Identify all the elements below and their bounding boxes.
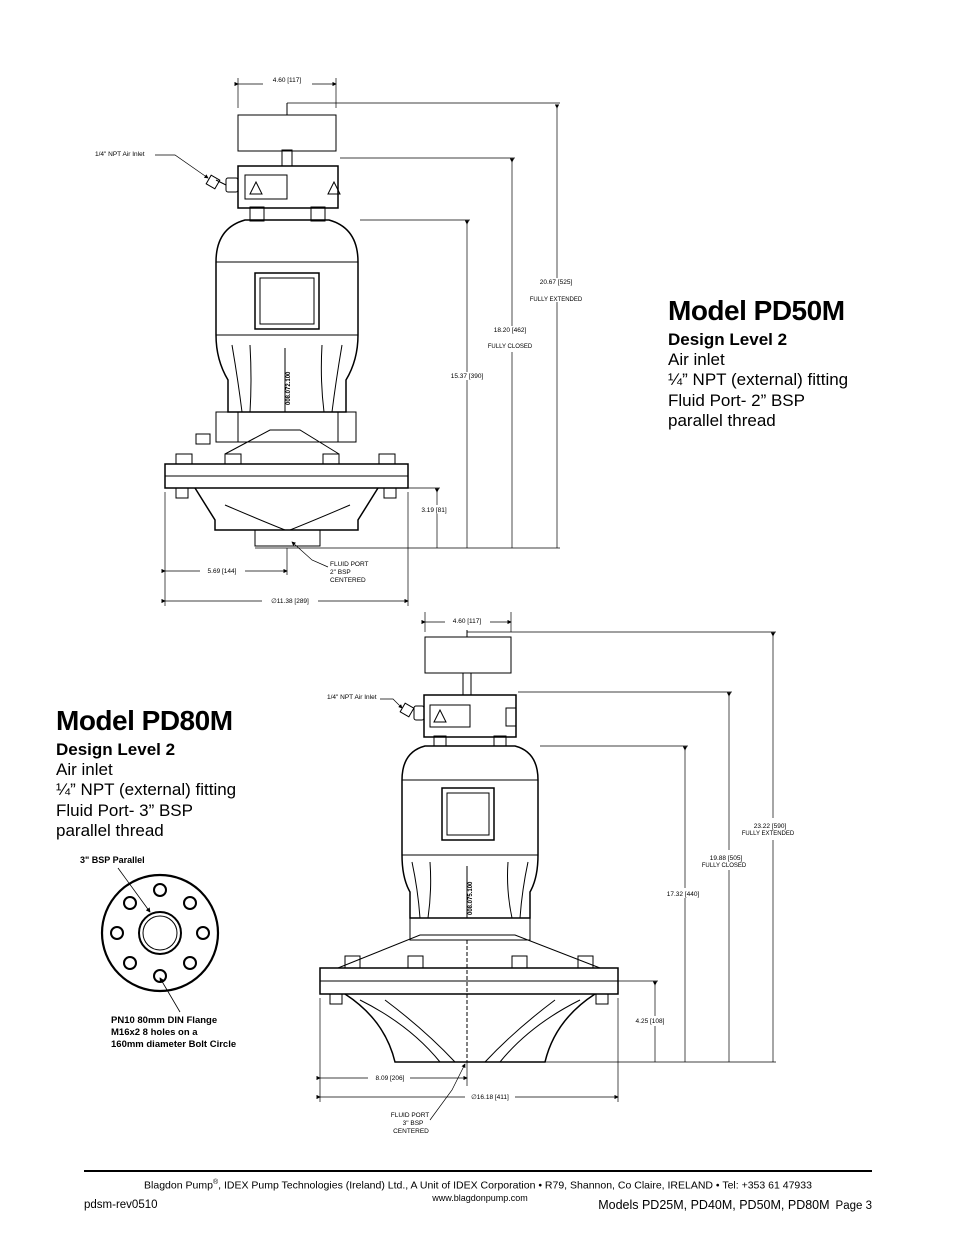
flange-bore-circle [138, 911, 182, 955]
pd80m-dim-flange-diameter: ∅16.18 [411] [471, 1094, 509, 1101]
pd50m-spec-line: parallel thread [668, 411, 776, 431]
footer-divider [84, 1170, 872, 1172]
pd80m-dim-fully-extended-note: FULLY EXTENDED [742, 831, 795, 837]
pd80m-dim-port-height: 4.25 [108] [636, 1018, 665, 1025]
flange-bolt-hole [123, 896, 137, 910]
pd50m-fluid-port-line-1: FLUID PORT [330, 561, 369, 568]
pd50m-body-text: 008.072.100 [286, 371, 292, 405]
flange-bolt-hole [183, 956, 197, 970]
flange-bolt-hole [183, 896, 197, 910]
pd80m-dim-fully-closed: 19.88 [505] [710, 855, 743, 862]
pd50m-fluid-port-line-3: CENTERED [330, 577, 366, 584]
pd80m-fluid-port-line-3: CENTERED [393, 1128, 429, 1135]
pd80m-fluid-port-line-1: FLUID PORT [391, 1112, 430, 1119]
pd80m-label-plate [441, 787, 495, 841]
flange-caption-line: PN10 80mm DIN Flange [111, 1015, 218, 1026]
pd50m-drawing: 008.072.100 [155, 78, 560, 606]
pd50m-dim-fully-closed: 18.20 [462] [494, 327, 527, 334]
flange-caption: PN10 80mm DIN Flange M16x2 8 holes on a … [111, 1015, 236, 1051]
pd50m-dim-flange-diameter: ∅11.38 [289] [271, 598, 309, 605]
pd80m-spec-line: parallel thread [56, 821, 164, 841]
pd50m-title: Model PD50M [668, 295, 845, 326]
footer-company-brand: Blagdon Pump [144, 1179, 213, 1192]
pd50m-spec-line: Air inlet [668, 349, 725, 369]
pd50m-dim-body-height: 15.37 [390] [451, 373, 484, 380]
footer-website-link[interactable]: www.blagdonpump.com [432, 1193, 528, 1203]
flange-bolt-hole [153, 969, 167, 983]
flange-bolt-hole [153, 883, 167, 897]
pd50m-label-plate [254, 272, 320, 330]
pd50m-dim-fully-extended-note: FULLY EXTENDED [530, 297, 583, 303]
pd80m-dim-fully-extended: 23.22 [590] [754, 823, 787, 830]
pd80m-dim-body-height: 17.32 [440] [667, 891, 700, 898]
pd80m-spec-line: Air inlet [56, 759, 113, 779]
flange-bsp-label: 3" BSP Parallel [80, 855, 145, 865]
pd80m-lower-cone [344, 993, 596, 1063]
flange-caption-line: M16x2 8 holes on a [111, 1026, 198, 1038]
page-number: Page 3 [835, 1200, 872, 1212]
pd50m-dim-half-width: 5.69 [144] [208, 568, 237, 575]
pd50m-spec-line: Fluid Port- 2” BSP [668, 390, 805, 410]
pd80m-dimension-labels: 4.60 [117] 1/4" NPT Air Inlet 23.22 [590… [327, 618, 795, 1135]
pd80m-dim-half-width: 8.09 [206] [376, 1075, 405, 1082]
footer-models-list: Models PD25M, PD40M, PD50M, PD80M [598, 1198, 830, 1212]
pd80m-top-cap [424, 636, 512, 674]
footer-company: Blagdon Pump®, IDEX Pump Technologies (I… [84, 1179, 872, 1192]
footer-revision: pdsm-rev0510 [84, 1199, 158, 1211]
flange-bolt-hole [110, 926, 124, 940]
pd80m-air-inlet-label: 1/4" NPT Air Inlet [327, 694, 377, 701]
pd80m-dim-fully-closed-note: FULLY CLOSED [702, 863, 747, 869]
pd50m-air-inlet-label: 1/4" NPT Air Inlet [95, 151, 145, 158]
pd50m-spec-block: Model PD50M Design Level 2 Air inlet ¼” … [668, 294, 848, 432]
footer-models: Models PD25M, PD40M, PD50M, PD80M Page 3 [598, 1198, 872, 1212]
pd80m-title: Model PD80M [56, 705, 233, 736]
pd80m-fluid-port-line-2: 3" BSP [403, 1120, 424, 1127]
pd50m-dimension-labels: 4.60 [117] 1/4" NPT Air Inlet 20.67 [525… [95, 77, 583, 605]
pd80m-design-level: Design Level 2 [56, 739, 176, 759]
pd50m-top-cap [237, 114, 337, 152]
flange-bolt-hole [123, 956, 137, 970]
pd50m-dim-port-height: 3.19 [81] [421, 507, 446, 514]
pd80m-drawing: 008.075.100 [316, 612, 776, 1121]
flange-caption-line: 160mm diameter Bolt Circle [111, 1038, 237, 1050]
pd80m-spec-block: Model PD80M Design Level 2 Air inlet ¼” … [56, 704, 236, 842]
pd50m-fluid-port-line-2: 2" BSP [330, 569, 351, 576]
pd50m-dim-fully-closed-note: FULLY CLOSED [488, 344, 533, 350]
pd50m-spec-line: ¼” NPT (external) fitting [668, 370, 849, 390]
footer-company-details: , IDEX Pump Technologies (Ireland) Ltd.,… [218, 1179, 812, 1192]
pd80m-spec-line: Fluid Port- 3” BSP [56, 800, 193, 820]
pd80m-dim-top-width: 4.60 [117] [453, 618, 482, 625]
pd50m-design-level: Design Level 2 [668, 329, 788, 349]
registered-mark: ® [212, 1179, 219, 1186]
flange-outer-circle [100, 873, 220, 993]
pd50m-dim-fully-extended: 20.67 [525] [540, 279, 573, 286]
pd50m-lower-cone [194, 487, 379, 531]
pd80m-spec-line: ¼” NPT (external) fitting [56, 780, 237, 800]
flange-bolt-hole [196, 926, 210, 940]
pd50m-dim-top-width: 4.60 [117] [273, 77, 302, 84]
pd80m-body-text: 008.075.100 [468, 881, 474, 915]
pd80m-flange-detail: 3" BSP Parallel [80, 855, 220, 1013]
